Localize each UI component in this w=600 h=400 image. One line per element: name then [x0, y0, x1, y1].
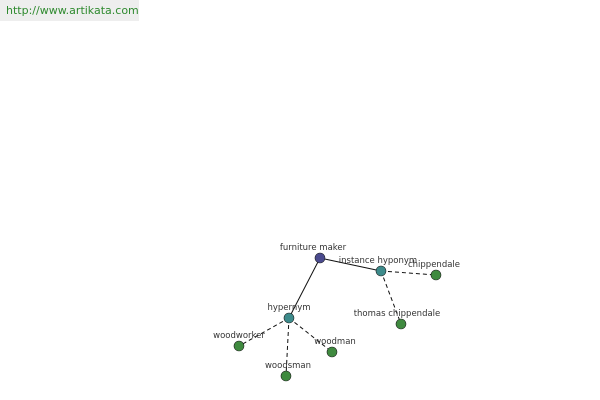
- node-label-thomas-chippendale[interactable]: thomas chippendale: [354, 309, 441, 319]
- graph-labels: furniture maker instance hyponym hypernym c…: [213, 243, 460, 371]
- node-label-woodsman[interactable]: woodsman: [265, 361, 311, 371]
- node-thomas-chippendale[interactable]: [395, 318, 407, 330]
- edge-furniture-maker-to-instance-hyponym: [319, 257, 382, 272]
- node-woodsman[interactable]: [280, 370, 292, 382]
- node-chippendale[interactable]: [430, 269, 442, 281]
- graph-edges: [238, 257, 437, 377]
- site-url[interactable]: http://www.artikata.com: [0, 0, 139, 21]
- graph-nodes: [233, 252, 442, 382]
- node-label-instance-hyponym[interactable]: instance hyponym: [339, 256, 417, 266]
- node-label-hypernym[interactable]: hypernym: [267, 303, 310, 313]
- node-label-woodworker[interactable]: woodworker: [213, 331, 265, 341]
- node-instance-hyponym[interactable]: [375, 265, 387, 277]
- node-hypernym[interactable]: [283, 312, 295, 324]
- edge-instance-hyponym-to-chippendale: [380, 270, 437, 276]
- node-label-chippendale[interactable]: chippendale: [408, 260, 460, 270]
- edge-hypernym-to-woodworker: [238, 317, 290, 347]
- edge-hypernym-to-woodsman: [285, 317, 290, 377]
- node-label-furniture-maker[interactable]: furniture maker: [280, 243, 347, 253]
- edge-instance-hyponym-to-thomas-chippendale: [380, 270, 402, 325]
- node-furniture-maker[interactable]: [314, 252, 326, 264]
- node-label-woodman[interactable]: woodman: [314, 337, 356, 347]
- edge-hypernym-to-woodman: [288, 317, 333, 353]
- node-woodman[interactable]: [326, 346, 338, 358]
- node-woodworker[interactable]: [233, 340, 245, 352]
- edge-furniture-maker-to-hypernym: [288, 257, 321, 319]
